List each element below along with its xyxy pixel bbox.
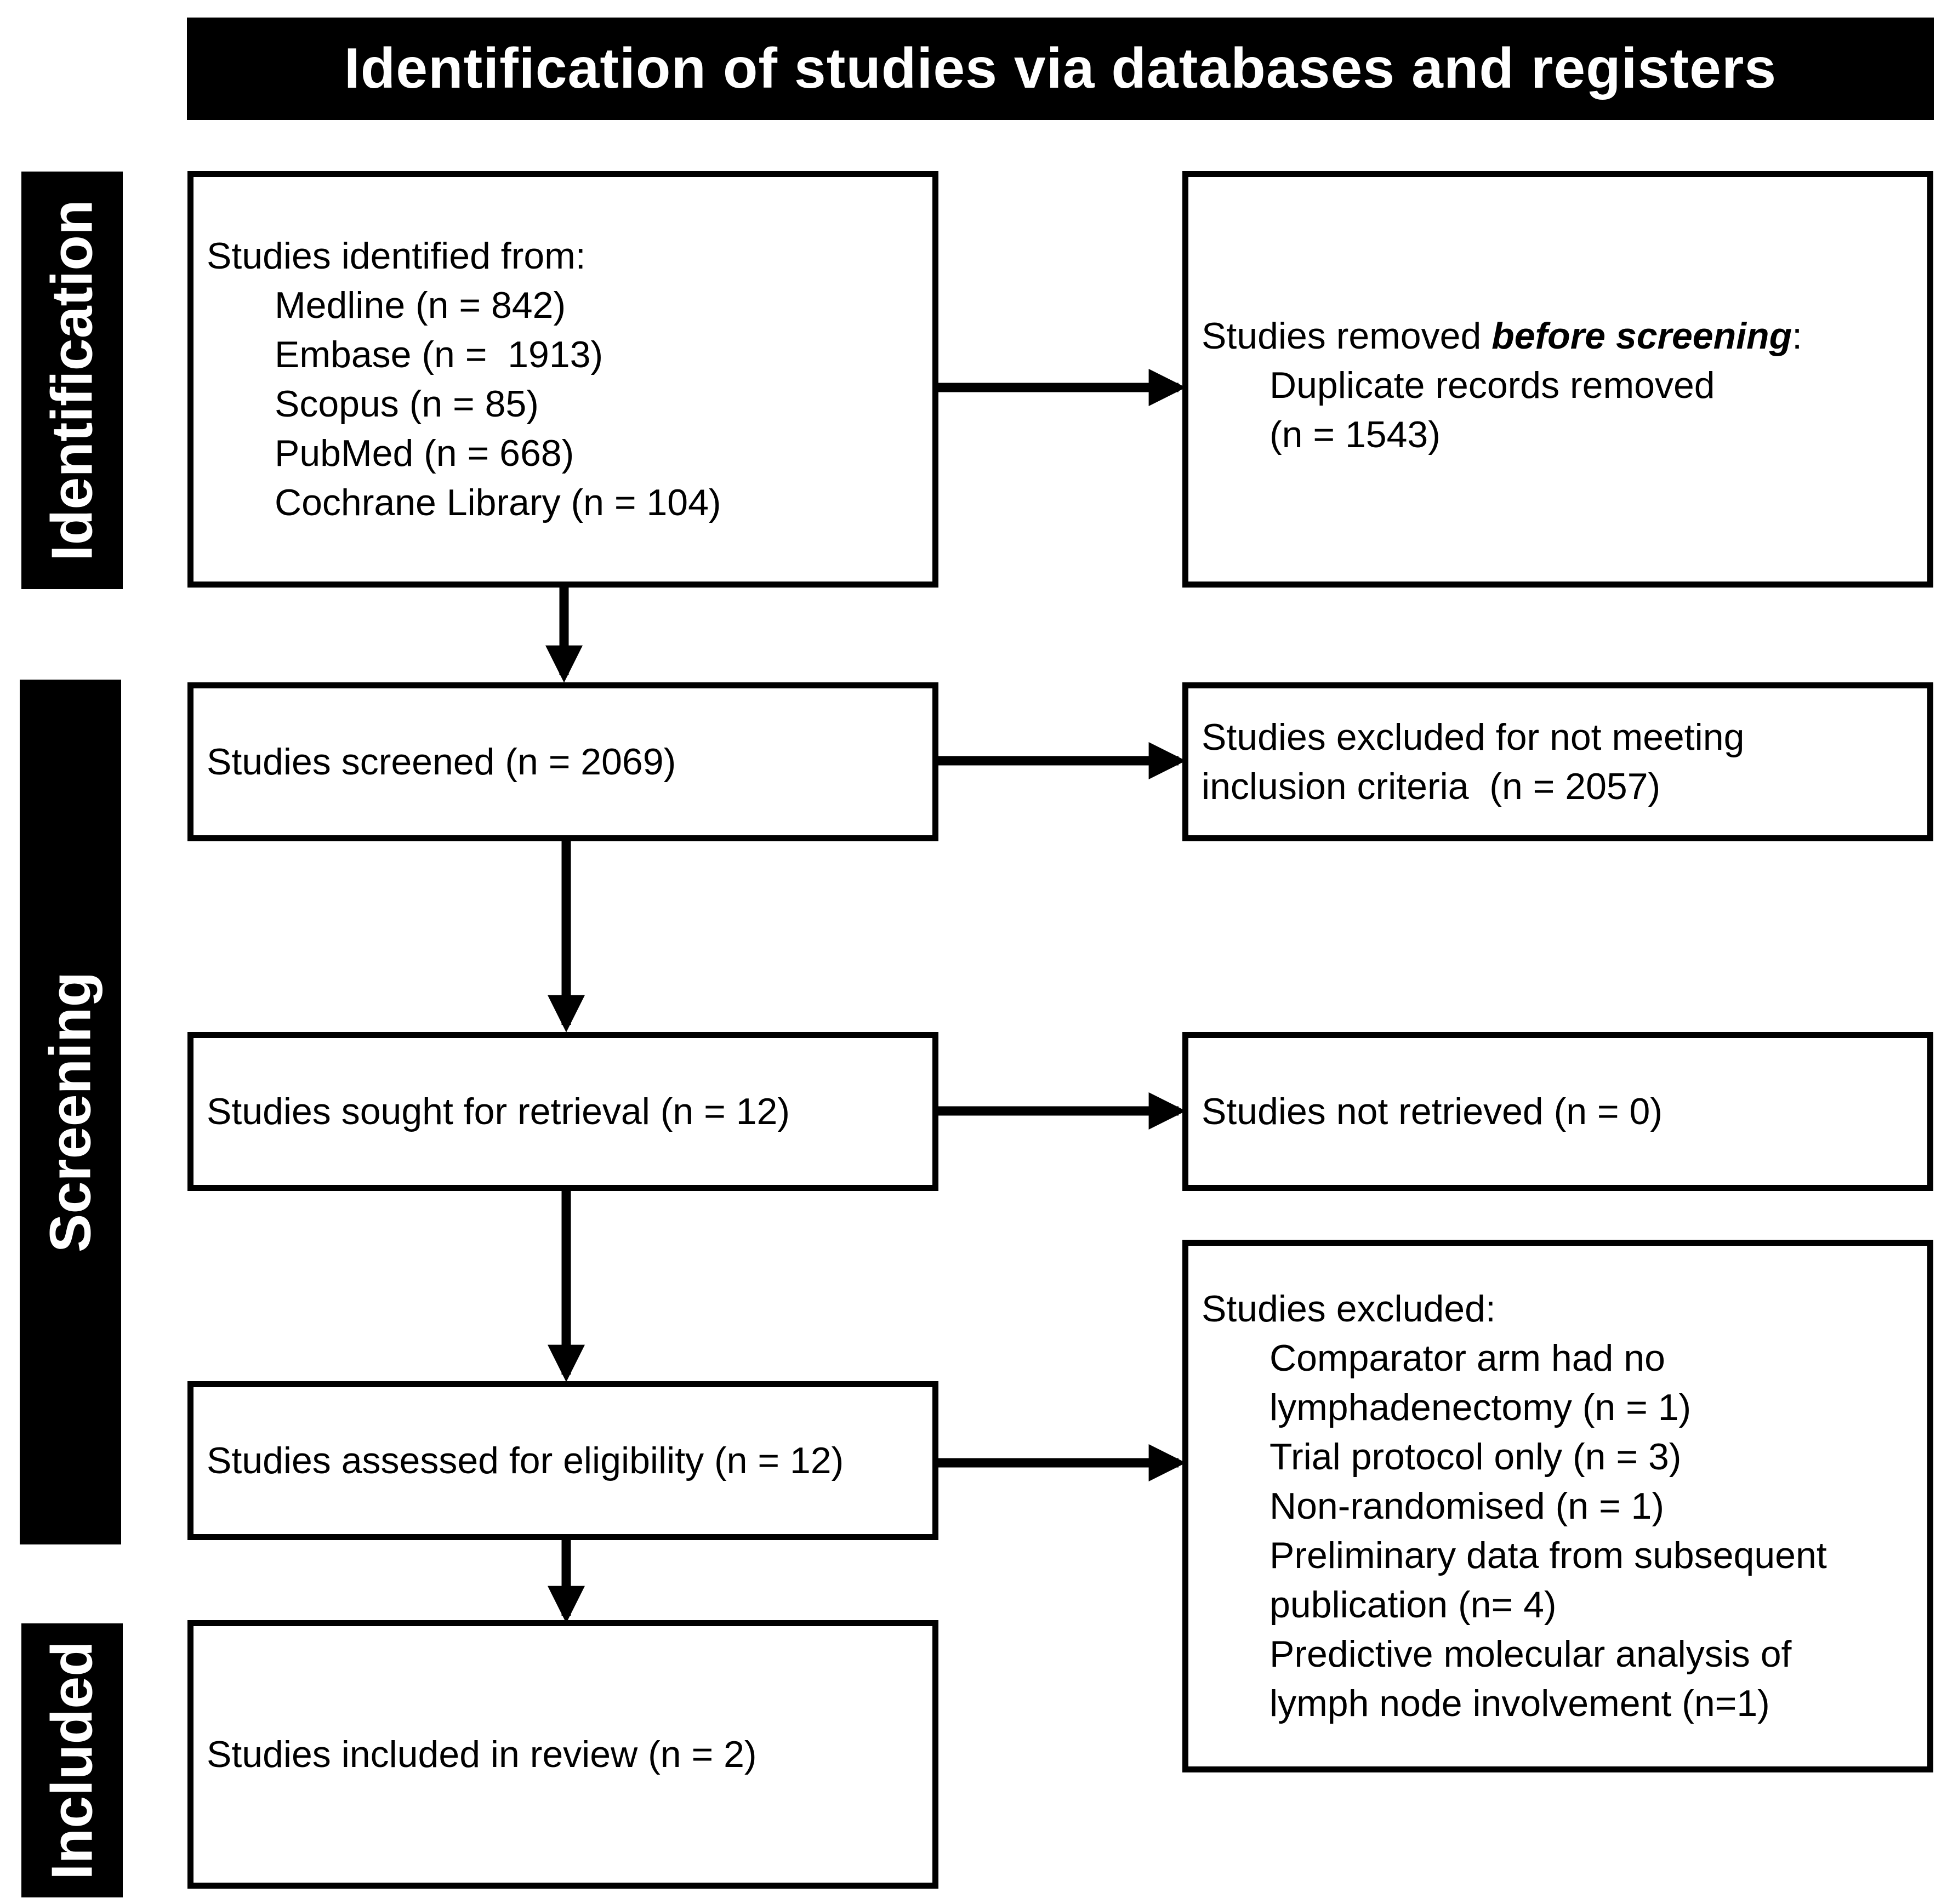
box-studies-screened: Studies screened (n = 2069) [187, 682, 938, 841]
removed-title-emphasis: before screening [1491, 315, 1792, 357]
removed-title-suffix: : [1792, 315, 1803, 357]
box-excluded-criteria: Studies excluded for not meeting inclusi… [1182, 682, 1933, 841]
source-pubmed: PubMed (n = 668) [275, 432, 574, 474]
header-title: Identification of studies via databases … [344, 37, 1777, 100]
box-studies-sought: Studies sought for retrieval (n = 12) [187, 1032, 938, 1191]
source-scopus: Scopus (n = 85) [275, 383, 539, 425]
box-studies-included: Studies included in review (n = 2) [187, 1620, 938, 1889]
box-not-retrieved: Studies not retrieved (n = 0) [1182, 1032, 1933, 1191]
screened-text: Studies screened (n = 2069) [207, 741, 676, 783]
phase-band-included: Included [21, 1623, 123, 1897]
excluded-item: Non-randomised (n = 1) [1269, 1485, 1665, 1527]
source-medline: Medline (n = 842) [275, 284, 566, 326]
box-studies-assessed: Studies assessed for eligibility (n = 12… [187, 1381, 938, 1540]
phase-band-identification: Identification [21, 172, 123, 589]
diagram-header: Identification of studies via databases … [187, 18, 1934, 120]
excluded-criteria-line-2: inclusion criteria (n = 2057) [1202, 766, 1661, 807]
excluded-item: Preliminary data from subsequent [1269, 1535, 1827, 1576]
excluded-item: Comparator arm had no [1269, 1337, 1665, 1379]
box-studies-identified: Studies identified from: Medline (n = 84… [187, 171, 938, 588]
excluded-item: Predictive molecular analysis of [1269, 1633, 1792, 1675]
included-text: Studies included in review (n = 2) [207, 1734, 757, 1775]
box-studies-removed: Studies removed before screening: Duplic… [1182, 171, 1933, 588]
box-studies-excluded: Studies excluded: Comparator arm had no … [1182, 1240, 1933, 1772]
source-embase: Embase (n = 1913) [275, 334, 604, 375]
excluded-item: lymphadenectomy (n = 1) [1269, 1387, 1692, 1428]
phase-band-screening: Screening [20, 680, 121, 1544]
excluded-item: Trial protocol only (n = 3) [1269, 1436, 1682, 1478]
excluded-item: publication (n= 4) [1269, 1584, 1557, 1626]
identified-title: Studies identified from: [207, 235, 586, 277]
not-retrieved-text: Studies not retrieved (n = 0) [1202, 1091, 1663, 1132]
removed-item-count: (n = 1543) [1269, 414, 1441, 455]
removed-item-duplicates: Duplicate records removed [1269, 364, 1715, 406]
excluded-title: Studies excluded: [1202, 1288, 1496, 1330]
source-cochrane: Cochrane Library (n = 104) [275, 482, 721, 523]
excluded-item: lymph node involvement (n=1) [1269, 1683, 1770, 1724]
removed-title-prefix: Studies removed [1202, 315, 1492, 357]
excluded-criteria-line-1: Studies excluded for not meeting [1202, 716, 1745, 758]
removed-title: Studies removed before screening: [1202, 311, 1927, 361]
assessed-text: Studies assessed for eligibility (n = 12… [207, 1440, 844, 1481]
sought-text: Studies sought for retrieval (n = 12) [207, 1091, 790, 1132]
